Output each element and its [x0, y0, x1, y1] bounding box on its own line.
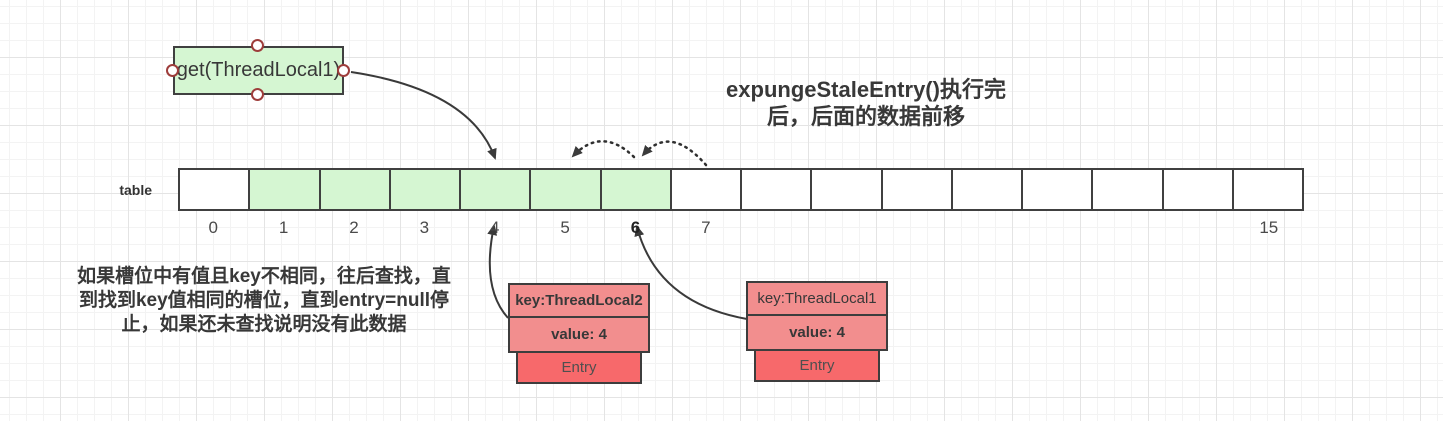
slot-index-label-10	[882, 218, 952, 238]
table-slot-4[interactable]	[461, 170, 532, 209]
table-slot-1[interactable]	[250, 170, 321, 209]
table-slot-12[interactable]	[1023, 170, 1094, 209]
slot-index-label-1: 1	[278, 218, 289, 237]
table-slot-3[interactable]	[390, 170, 461, 209]
slot-index-label-12	[1023, 218, 1093, 238]
title-line1: expungeStaleEntry()执行完	[726, 77, 1006, 102]
entry-value-label: value: 4	[508, 316, 650, 353]
entry-key-label: key:ThreadLocal1	[746, 281, 888, 316]
note-line2: 到找到key值相同的槽位，直到entry=null停	[78, 290, 450, 311]
entry-node-threadlocal1[interactable]: key:ThreadLocal1 value: 4 Entry	[746, 281, 888, 382]
get-node-label: get(ThreadLocal1)	[176, 59, 341, 81]
get-threadlocal1-node[interactable]: get(ThreadLocal1)	[173, 46, 344, 95]
table-slot-15[interactable]	[1233, 170, 1302, 209]
slot-index-label-6: 6	[630, 218, 641, 237]
arrow-entry1-to-slot6[interactable]	[634, 225, 748, 320]
table-index-row: 0 1 2 3 4 5 6 7 15	[178, 218, 1304, 238]
entry-value-label: value: 4	[746, 314, 888, 351]
table-slot-5[interactable]	[531, 170, 602, 209]
entry-tag-label: Entry	[754, 349, 880, 382]
connection-point-right[interactable]	[337, 64, 350, 77]
arrow-get-to-slot4[interactable]	[350, 71, 497, 160]
slot-index-label-9	[811, 218, 881, 238]
slot-index-label-3: 3	[419, 218, 430, 237]
connection-point-left[interactable]	[166, 64, 179, 77]
slot-index-label-15: 15	[1259, 218, 1279, 237]
table-slot-9[interactable]	[812, 170, 883, 209]
note-line1: 如果槽位中有值且key不相同，往后查找，直	[77, 266, 451, 287]
table-label: table	[119, 182, 152, 198]
arrow-entry2-to-slot4[interactable]	[487, 224, 509, 319]
note-line3: 止，如果还未查找说明没有此数据	[121, 314, 407, 335]
slot-index-label-14	[1163, 218, 1233, 238]
table-slot-11[interactable]	[952, 170, 1023, 209]
table-slot-13[interactable]	[1093, 170, 1164, 209]
dotted-shift-arrow-7-to-6[interactable]	[641, 140, 708, 167]
entry-tag-label: Entry	[516, 351, 642, 384]
table-slot-14[interactable]	[1163, 170, 1234, 209]
title-line2: 后，后面的数据前移	[766, 104, 965, 129]
table-slot-2[interactable]	[320, 170, 391, 209]
table-array	[178, 168, 1304, 211]
table-slot-7[interactable]	[671, 170, 742, 209]
slot-index-label-5: 5	[560, 218, 570, 237]
note-text[interactable]: 如果槽位中有值且key不相同，往后查找，直 到找到key值相同的槽位，直到ent…	[36, 265, 492, 337]
slot-index-label-8	[741, 218, 811, 238]
slot-index-label-2: 2	[349, 218, 359, 237]
table-slot-6[interactable]	[601, 170, 672, 209]
slot-index-label-11	[952, 218, 1022, 238]
diagram-title[interactable]: expungeStaleEntry()执行完 后，后面的数据前移	[656, 76, 1076, 130]
entry-key-label: key:ThreadLocal2	[508, 283, 650, 318]
entry-node-threadlocal2[interactable]: key:ThreadLocal2 value: 4 Entry	[508, 283, 650, 384]
slot-index-label-7: 7	[701, 218, 711, 237]
slot-index-label-0: 0	[208, 218, 218, 237]
slot-index-label-13	[1093, 218, 1163, 238]
connection-point-bottom[interactable]	[251, 88, 264, 101]
dotted-shift-arrow-6-to-5[interactable]	[571, 140, 636, 159]
connection-point-top[interactable]	[251, 39, 264, 52]
slot-index-label-4: 4	[489, 218, 500, 237]
table-slot-10[interactable]	[882, 170, 953, 209]
table-slot-8[interactable]	[742, 170, 813, 209]
table-slot-0[interactable]	[180, 170, 251, 209]
